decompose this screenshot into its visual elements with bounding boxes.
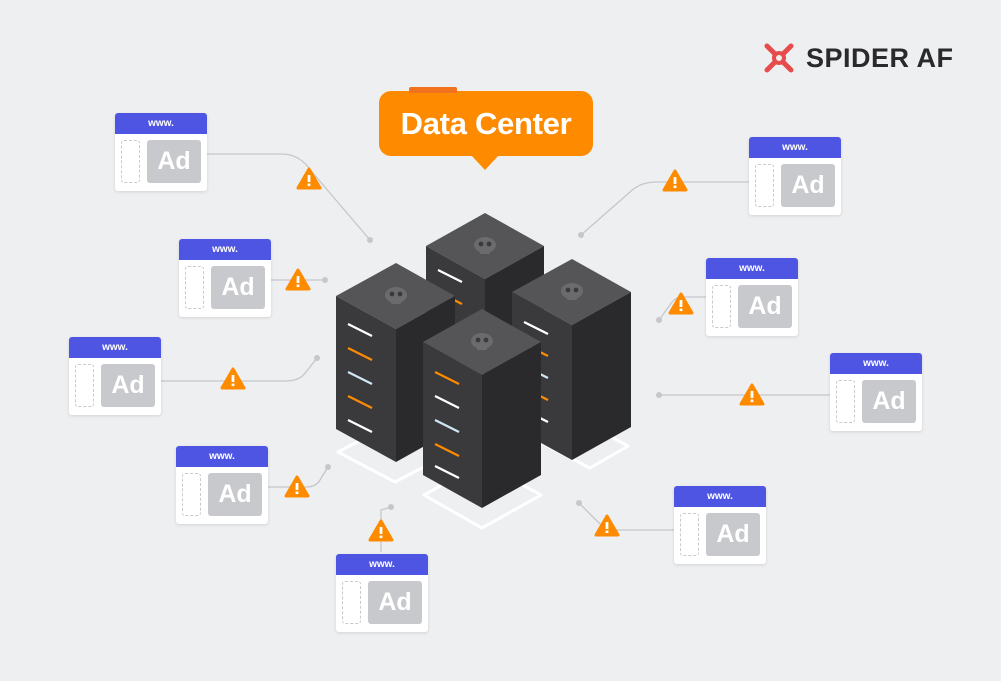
connector-line (580, 181, 749, 236)
brand-name: SPIDER AF (806, 42, 954, 73)
warning-triangle-icon (220, 367, 246, 390)
ad-window-sidebar (342, 581, 361, 624)
ad-window-header: www. (749, 137, 841, 158)
ad-window-sidebar (755, 164, 774, 207)
callout-label: Data Center (400, 105, 572, 141)
ad-window-sidebar (836, 380, 855, 423)
ad-window-header: www. (115, 113, 207, 134)
ad-window: www. Ad (69, 337, 161, 415)
ad-window: www. Ad (115, 113, 207, 191)
server-rack (512, 259, 631, 460)
ad-label: Ad (208, 473, 262, 516)
ad-window-header: www. (179, 239, 271, 260)
ad-window-sidebar (121, 140, 140, 183)
spider-af-logo-icon (764, 43, 794, 73)
ad-label: Ad (147, 140, 201, 183)
ad-window-header: www. (336, 554, 428, 575)
connector-endpoints (314, 232, 662, 510)
ad-window: www. Ad (674, 486, 766, 564)
warning-triangle-icon (594, 514, 620, 537)
ad-label: Ad (706, 513, 760, 556)
ad-window-sidebar (182, 473, 201, 516)
brand-logo: SPIDER AF (762, 40, 954, 76)
ad-label: Ad (211, 266, 265, 309)
ad-window-header: www. (69, 337, 161, 358)
ad-window: www. Ad (749, 137, 841, 215)
ad-window: www. Ad (336, 554, 428, 632)
ad-label: Ad (738, 285, 792, 328)
ad-window-header: www. (830, 353, 922, 374)
ad-window-header: www. (706, 258, 798, 279)
data-center-callout: Data Center (379, 87, 593, 170)
connector-line (207, 153, 371, 241)
ad-window-header: www. (674, 486, 766, 507)
ad-window-sidebar (680, 513, 699, 556)
ad-window: www. Ad (830, 353, 922, 431)
ad-window-sidebar (712, 285, 731, 328)
warning-triangle-icon (368, 519, 394, 542)
ad-label: Ad (101, 364, 155, 407)
warning-triangle-icon (662, 169, 688, 192)
connector-line (578, 502, 674, 531)
server-rack (423, 309, 541, 508)
ad-label: Ad (368, 581, 422, 624)
ad-window-sidebar (75, 364, 94, 407)
ad-label: Ad (862, 380, 916, 423)
ad-window-header: www. (176, 446, 268, 467)
ad-window: www. Ad (706, 258, 798, 336)
callout-tab (409, 87, 457, 93)
ad-window-sidebar (185, 266, 204, 309)
ad-label: Ad (781, 164, 835, 207)
ad-window: www. Ad (176, 446, 268, 524)
ad-window: www. Ad (179, 239, 271, 317)
connector-line (268, 466, 329, 488)
connector-line (161, 357, 318, 382)
